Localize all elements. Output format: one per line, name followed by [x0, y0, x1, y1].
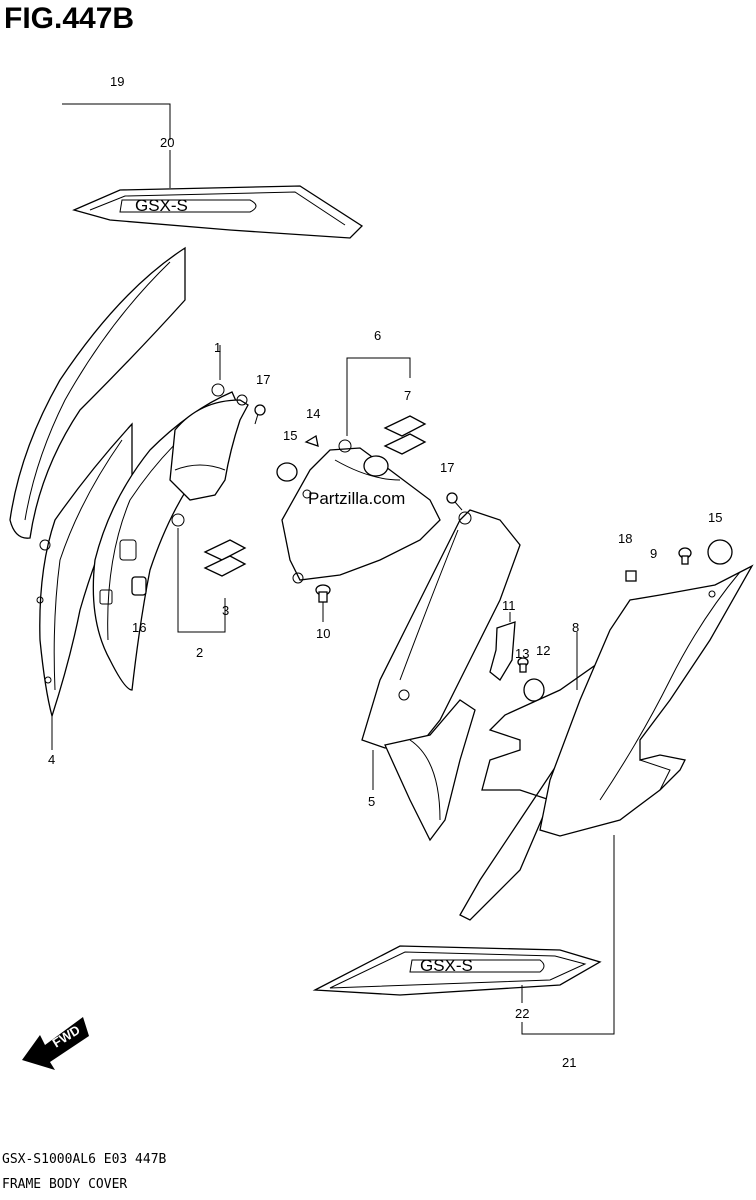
callout-21: 21: [562, 1055, 576, 1070]
callout-17-left: 17: [256, 372, 270, 387]
leader-6-7: [346, 357, 411, 436]
bracket-part-11: [489, 621, 516, 681]
center-cover-part-6: [276, 439, 441, 584]
clip-part-18: [625, 570, 637, 582]
callout-10: 10: [316, 626, 330, 641]
lower-decal-part-22: GSX-S: [312, 945, 602, 996]
bracket-assembly-part-2: [169, 394, 249, 527]
callout-3: 3: [222, 603, 229, 618]
callout-15-right: 15: [708, 510, 722, 525]
svg-text:GSX-S: GSX-S: [420, 956, 473, 975]
callout-18: 18: [618, 531, 632, 546]
bolt-part-10: [315, 584, 331, 622]
svg-text:GSX-S: GSX-S: [135, 196, 188, 215]
suzuki-s-icon: [203, 539, 247, 577]
front-side-cover-part-4: [9, 246, 186, 750]
callout-9: 9: [650, 546, 657, 561]
upper-decal-part-20: GSX-S: [72, 185, 364, 239]
callout-7: 7: [404, 388, 411, 403]
figure-caption: FRAME BODY COVER: [2, 1177, 128, 1192]
figure-title: FIG.447B: [4, 2, 135, 35]
grommet-part-15-right: [707, 539, 733, 565]
callout-17-right: 17: [440, 460, 454, 475]
grommet-part-16: [131, 576, 147, 596]
middle-side-panel-part-5: [361, 509, 521, 842]
callout-13: 13: [515, 646, 529, 661]
screw-part-17-left: [254, 404, 266, 425]
grommet-part-12: [523, 678, 545, 702]
model-code: GSX-S1000AL6 E03 447B: [2, 1152, 167, 1167]
clip-part-14: [304, 434, 319, 447]
fwd-arrow-icon: FWD: [22, 1017, 89, 1070]
suzuki-s-icon: [383, 415, 427, 455]
leader-21: [521, 835, 615, 1035]
watermark-text: Partzilla.com: [308, 489, 405, 508]
callout-19: 19: [110, 74, 124, 89]
callout-4: 4: [48, 752, 55, 767]
callout-14: 14: [306, 406, 320, 421]
callout-12: 12: [536, 643, 550, 658]
bolt-part-13: [517, 657, 529, 673]
callout-20: 20: [160, 135, 174, 150]
callout-6: 6: [374, 328, 381, 343]
callout-16: 16: [132, 620, 146, 635]
callout-15-left: 15: [283, 428, 297, 443]
screw-part-9: [678, 547, 692, 565]
callout-5: 5: [368, 794, 375, 809]
screw-part-17-right: [446, 492, 463, 511]
callout-2: 2: [196, 645, 203, 660]
callout-11: 11: [502, 598, 516, 613]
leader-2-3: [177, 528, 226, 633]
leader-19: [62, 103, 171, 140]
under-cover-part-8: [459, 632, 598, 921]
callout-8: 8: [572, 620, 579, 635]
callout-1: 1: [214, 340, 221, 355]
callout-22: 22: [515, 1006, 529, 1021]
rear-side-cover-part-21: [539, 564, 754, 837]
